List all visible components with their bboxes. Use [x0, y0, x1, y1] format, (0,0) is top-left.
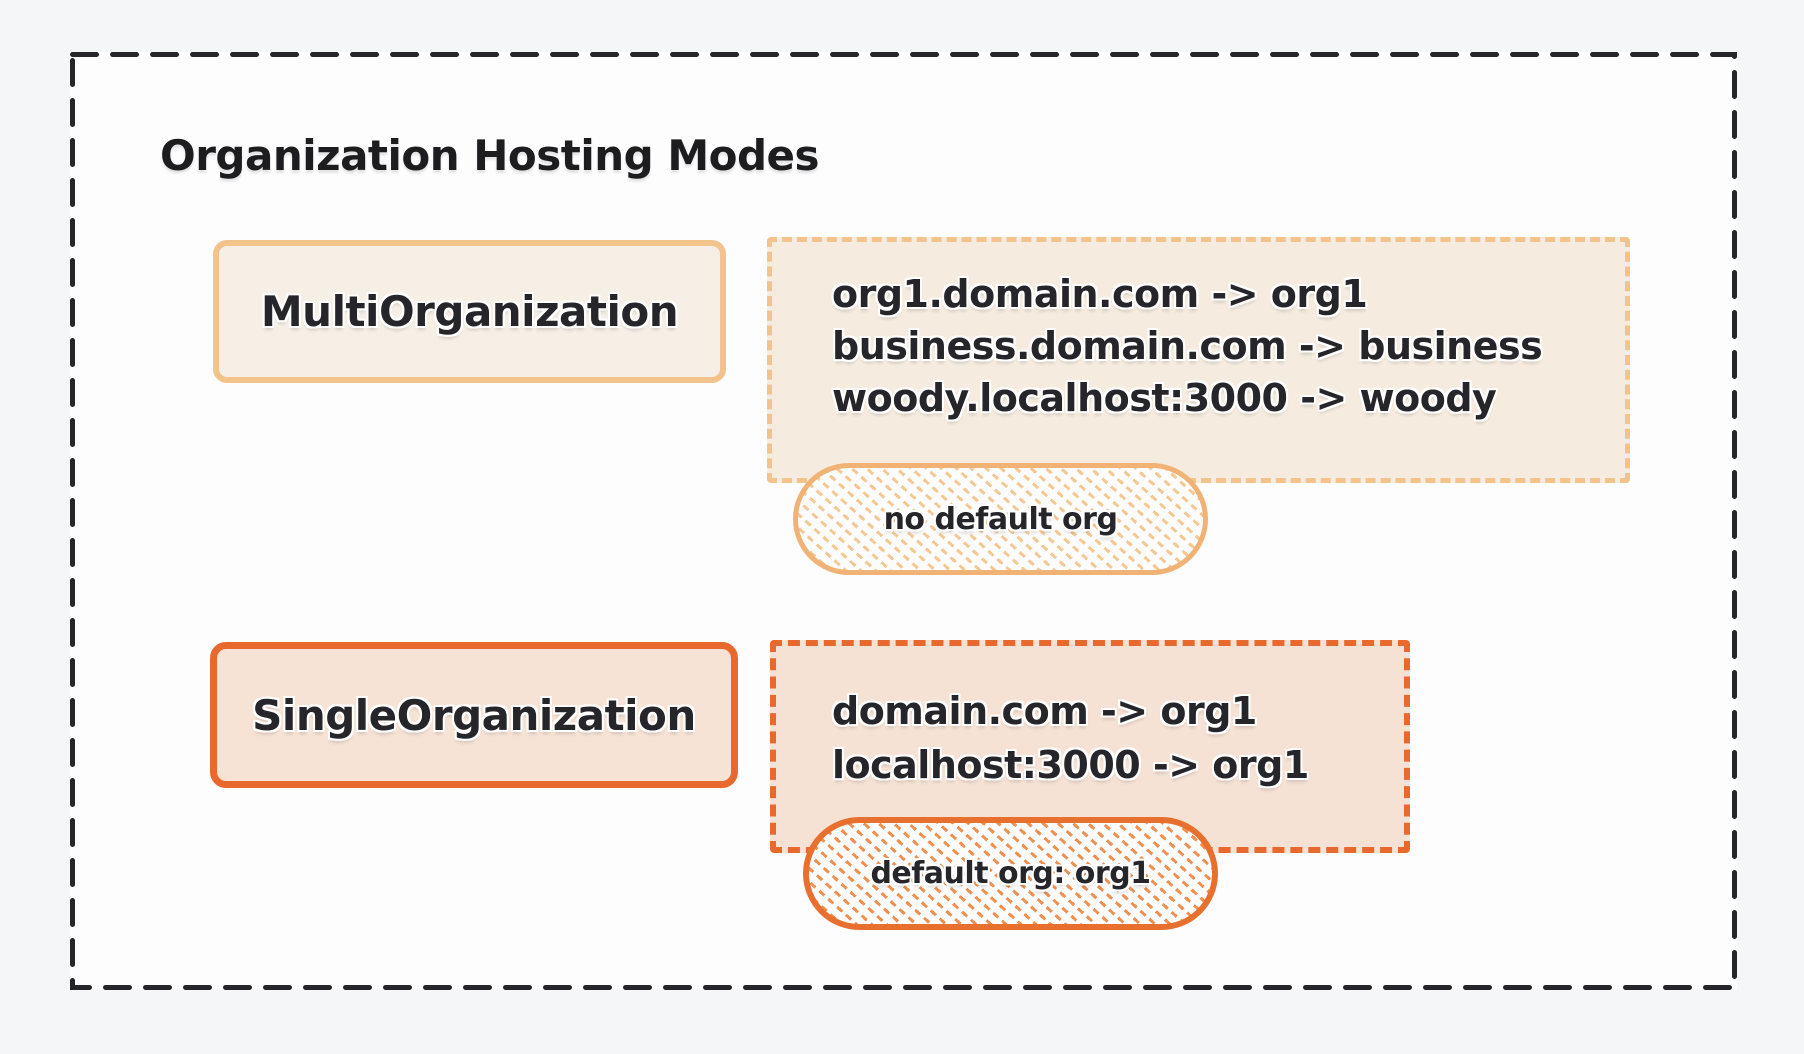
- mapping-line: org1.domain.com -> org1: [832, 272, 1368, 316]
- mode-box-singleorganization: SingleOrganization: [210, 642, 738, 788]
- badge-no-default-org: no default org: [793, 463, 1208, 575]
- mapping-line: domain.com -> org1: [832, 689, 1257, 733]
- diagram-frame: Organization Hosting Modes MultiOrganiza…: [70, 52, 1737, 990]
- badge-label: no default org: [883, 501, 1118, 537]
- mode-box-multiorganization: MultiOrganization: [213, 240, 726, 383]
- diagram-title: Organization Hosting Modes: [160, 131, 820, 180]
- mode-label-multiorganization: MultiOrganization: [260, 287, 679, 336]
- mode-label-singleorganization: SingleOrganization: [252, 690, 696, 740]
- mapping-line: localhost:3000 -> org1: [832, 743, 1309, 787]
- badge-default-org: default org: org1: [803, 817, 1218, 930]
- mapping-box-multiorganization: org1.domain.com -> org1 business.domain.…: [767, 237, 1630, 483]
- badge-label: default org: org1: [870, 856, 1151, 891]
- mapping-line: business.domain.com -> business: [832, 324, 1543, 368]
- mapping-line: woody.localhost:3000 -> woody: [832, 376, 1497, 420]
